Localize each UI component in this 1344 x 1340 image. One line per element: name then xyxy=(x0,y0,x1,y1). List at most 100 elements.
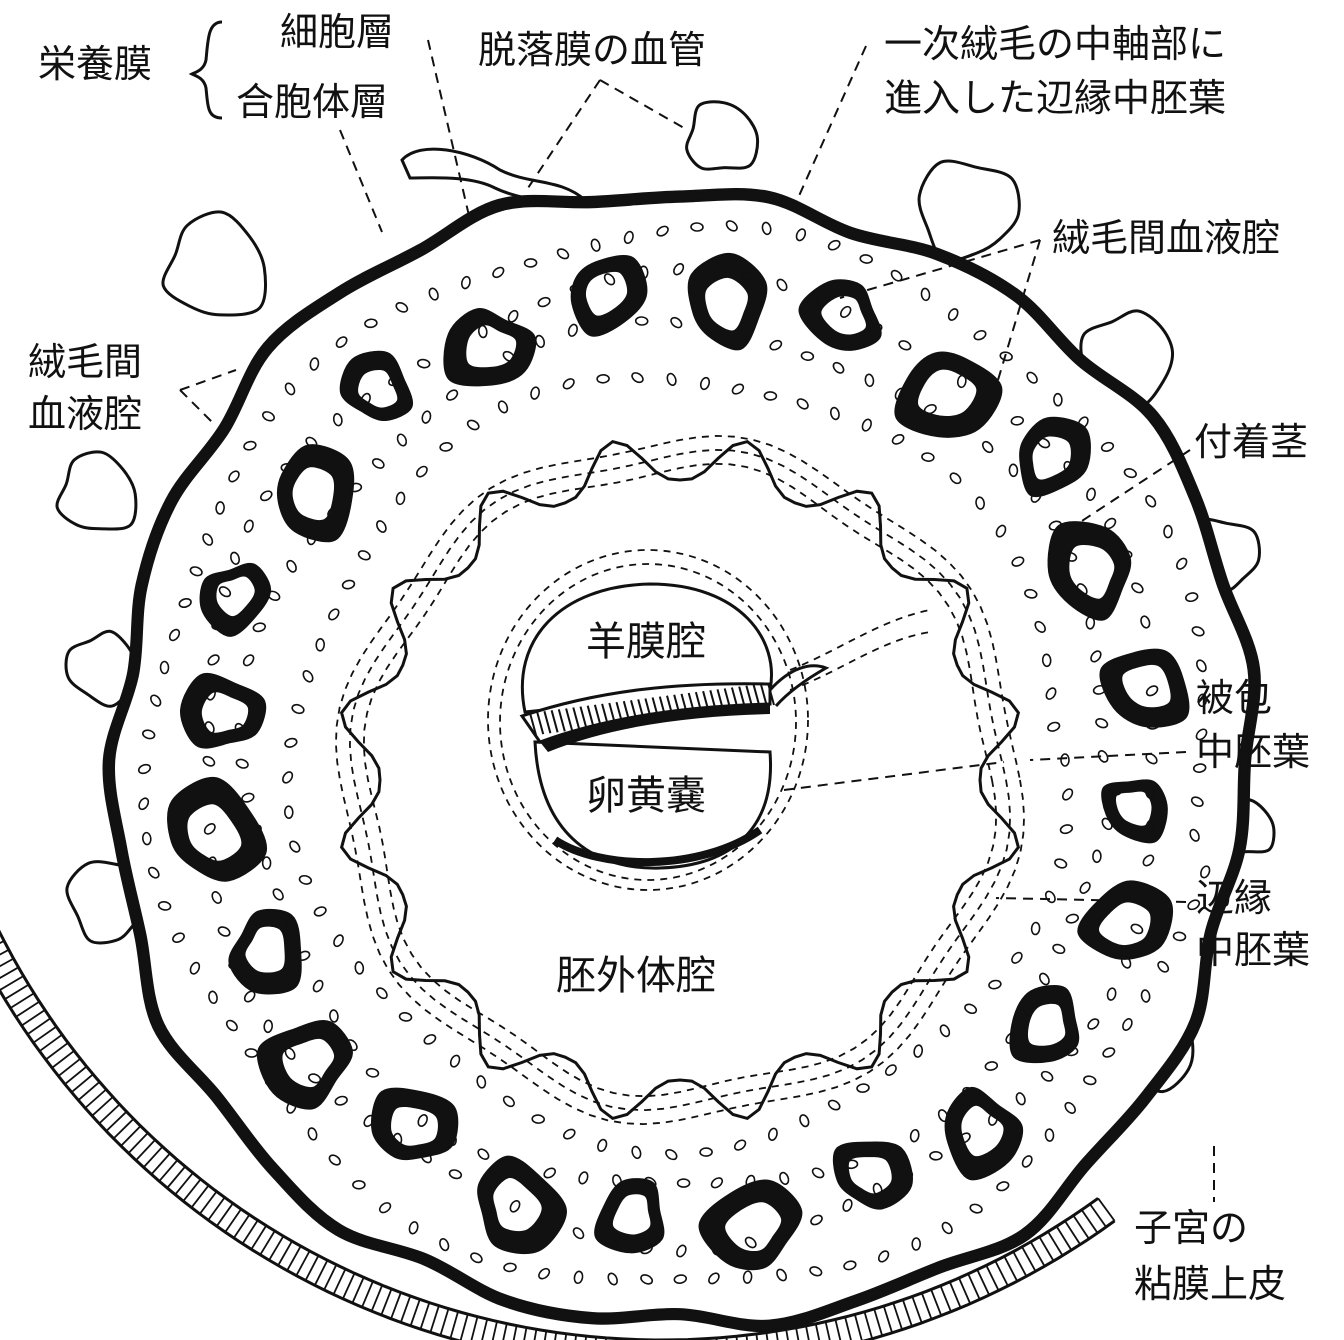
epithelial-cell xyxy=(554,1332,558,1340)
epithelial-cell xyxy=(4,983,30,1000)
trophoblast-cell xyxy=(335,336,348,348)
trophoblast-cell xyxy=(809,1266,823,1277)
trophoblast-cell xyxy=(206,687,216,701)
epithelial-cell xyxy=(775,1330,779,1340)
trophoblast-cell xyxy=(1054,858,1068,869)
epithelial-cell xyxy=(0,949,10,956)
trophoblast-cell xyxy=(244,1048,259,1058)
trophoblast-cell xyxy=(241,792,255,803)
epithelial-cell xyxy=(332,1268,347,1295)
leader-line xyxy=(997,239,1041,381)
epithelial-cell xyxy=(1029,1241,1046,1267)
trophoblast-cell xyxy=(428,287,439,301)
epithelial-cell xyxy=(351,1277,365,1304)
intervillous-space-label-left-1: 絨毛間 xyxy=(28,340,143,384)
epithelial-cell xyxy=(323,1264,338,1291)
trophoblast-cell xyxy=(981,440,994,454)
trophoblast-cell xyxy=(969,1203,983,1214)
epithelial-cell xyxy=(1055,1225,1073,1251)
intervillous-space-label-right: 絨毛間血液腔 xyxy=(1052,216,1281,260)
intervillous-lacuna xyxy=(821,296,866,335)
trophoblast-cell xyxy=(242,654,255,667)
trophoblast-cell xyxy=(779,1171,790,1185)
amniotic-cavity-label: 羊膜腔 xyxy=(586,619,706,665)
trophoblast-cell xyxy=(1192,763,1207,773)
chorionic-villi xyxy=(167,252,1190,1271)
trophoblast-cell xyxy=(898,340,912,351)
trophoblast-cell xyxy=(556,248,570,260)
epiblast-cell xyxy=(572,707,581,730)
trophoblast-cell xyxy=(1140,615,1151,629)
epithelial-cell xyxy=(361,1281,374,1308)
trophoblast-cell xyxy=(150,694,162,707)
trophoblast-cell xyxy=(939,1024,951,1038)
trophoblast-cell xyxy=(1034,620,1046,633)
trophoblast-cell xyxy=(313,906,327,917)
trophoblast-cell xyxy=(767,1127,778,1141)
connecting-stalk-label: 付着茎 xyxy=(1194,420,1309,464)
epithelial-cell xyxy=(342,1272,356,1300)
trophoblast-cell xyxy=(329,1009,339,1023)
epithelial-cell xyxy=(419,1302,431,1330)
decidua-vessel-label: 脱落膜の血管 xyxy=(478,28,707,72)
epithelial-cell xyxy=(105,1111,128,1132)
epiblast-cell xyxy=(759,683,768,707)
trophoblast-cell xyxy=(1142,854,1155,867)
trophoblast-cell xyxy=(811,1167,825,1179)
yolk-sac-label: 卵黄嚢 xyxy=(586,773,706,819)
trophoblast-cell xyxy=(1040,1070,1054,1082)
trophoblast-cell xyxy=(1195,728,1208,741)
trophoblast-cell xyxy=(543,1167,557,1179)
trophoblast-cell xyxy=(810,1214,823,1226)
epithelial-cell xyxy=(930,1289,943,1316)
epithelial-cell xyxy=(882,1305,893,1334)
epithelial-cell xyxy=(295,1250,311,1277)
trophoblast-cell xyxy=(264,1074,278,1086)
trophoblast-cell xyxy=(395,302,409,313)
covering-mesoderm-label-2: 中胚葉 xyxy=(1196,730,1311,774)
epithelial-cell xyxy=(84,1088,107,1109)
epithelial-cell xyxy=(892,1302,903,1330)
trophoblast-cell xyxy=(699,376,711,391)
decidua-vessel xyxy=(55,450,138,531)
trophoblast-cell xyxy=(1021,1155,1033,1168)
epithelial-cell xyxy=(976,1269,991,1296)
trophoblast-cell xyxy=(673,1274,688,1284)
primary-villus-core-label-2: 進入した辺縁中胚葉 xyxy=(884,76,1227,120)
trophoblast-cell xyxy=(470,1252,483,1264)
trophoblast-cell xyxy=(211,620,225,631)
leader-line xyxy=(427,39,471,221)
epithelial-cell xyxy=(380,1288,393,1316)
trophoblast-cell xyxy=(708,1272,720,1285)
trophoblast-cell xyxy=(631,1145,642,1160)
trophoblast-cell xyxy=(507,309,519,323)
epithelial-cell xyxy=(902,1299,913,1327)
leader-line xyxy=(783,761,1005,791)
trophoblast-cell xyxy=(460,275,471,290)
trophoblast-cell xyxy=(250,824,262,837)
trophoblast-cell xyxy=(929,1150,943,1161)
trophoblast-cell xyxy=(742,1270,753,1284)
epithelial-cell xyxy=(91,1096,114,1117)
trophoblast-cell xyxy=(796,398,809,410)
trophoblast-cell xyxy=(1120,955,1132,969)
trophoblast-cell xyxy=(1137,890,1151,900)
epithelial-cell xyxy=(142,1146,164,1169)
trophoblast-cell xyxy=(261,856,272,870)
epithelial-cell xyxy=(873,1308,884,1337)
trophoblast-cell xyxy=(1131,582,1144,594)
trophoblast-cell xyxy=(612,1174,622,1188)
epithelial-cell xyxy=(1080,1209,1099,1234)
trophoblast-cell xyxy=(937,1109,949,1123)
trophoblast-cell xyxy=(725,220,738,232)
trophoblast-cell xyxy=(706,265,721,276)
trophoblast-cell xyxy=(476,1075,487,1089)
trophoblast-cell xyxy=(909,1128,920,1143)
trophoblast-cell xyxy=(869,323,883,334)
trophoblast-cell xyxy=(408,1221,419,1235)
trophoblast-cell xyxy=(502,350,516,362)
trophoblast-cell xyxy=(634,316,649,326)
trophoblast-cell xyxy=(1026,371,1038,384)
trophoblast-cell xyxy=(1052,943,1066,955)
trophoblast-cell xyxy=(1092,684,1107,695)
